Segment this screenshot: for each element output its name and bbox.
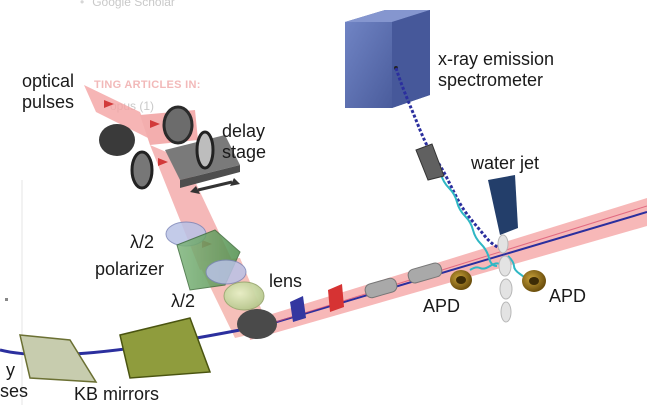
beam-filters xyxy=(290,262,443,322)
xray-pulses-label-fragment: y ses xyxy=(0,360,29,401)
left-gutter xyxy=(0,180,22,405)
apd-right-label: APD xyxy=(549,286,587,306)
background-list-item: •Google Scholar xyxy=(80,0,175,9)
main-beam xyxy=(246,198,647,340)
spectrometer-box xyxy=(345,10,430,108)
half-wave-plate-top-label: λ/2 xyxy=(130,232,155,252)
optical-pulses-label: optical pulses xyxy=(22,71,75,112)
spectrometer-label: x-ray emission spectrometer xyxy=(438,49,555,90)
delay-stage xyxy=(165,130,240,194)
water-jet-label: water jet xyxy=(471,153,540,173)
kb-mirrors-label: KB mirrors xyxy=(74,384,159,404)
lens-label: lens xyxy=(269,271,303,291)
page-bullet xyxy=(5,298,8,301)
fluorescence-path xyxy=(432,159,498,267)
kb-mirrors xyxy=(19,317,212,383)
final-mirror xyxy=(237,309,277,339)
bullet-icon: • xyxy=(80,0,85,9)
polarizer-label: polarizer xyxy=(95,259,165,279)
emission-path xyxy=(394,67,503,252)
water-jet-nozzle xyxy=(488,175,518,235)
apd-left-label: APD xyxy=(423,296,461,316)
steering-mirrors xyxy=(99,105,194,190)
delay-stage-label: delay stage xyxy=(222,121,267,162)
focusing-lens xyxy=(223,281,265,311)
background-section-heading: TING ARTICLES IN: xyxy=(94,79,201,91)
half-wave-plate-bottom-label: λ/2 xyxy=(171,291,196,311)
apd-left xyxy=(450,270,472,290)
analyzer-crystal xyxy=(415,143,445,181)
apd-right xyxy=(522,270,546,292)
water-jet-stream xyxy=(497,234,513,323)
waveplate-bottom xyxy=(205,259,247,285)
